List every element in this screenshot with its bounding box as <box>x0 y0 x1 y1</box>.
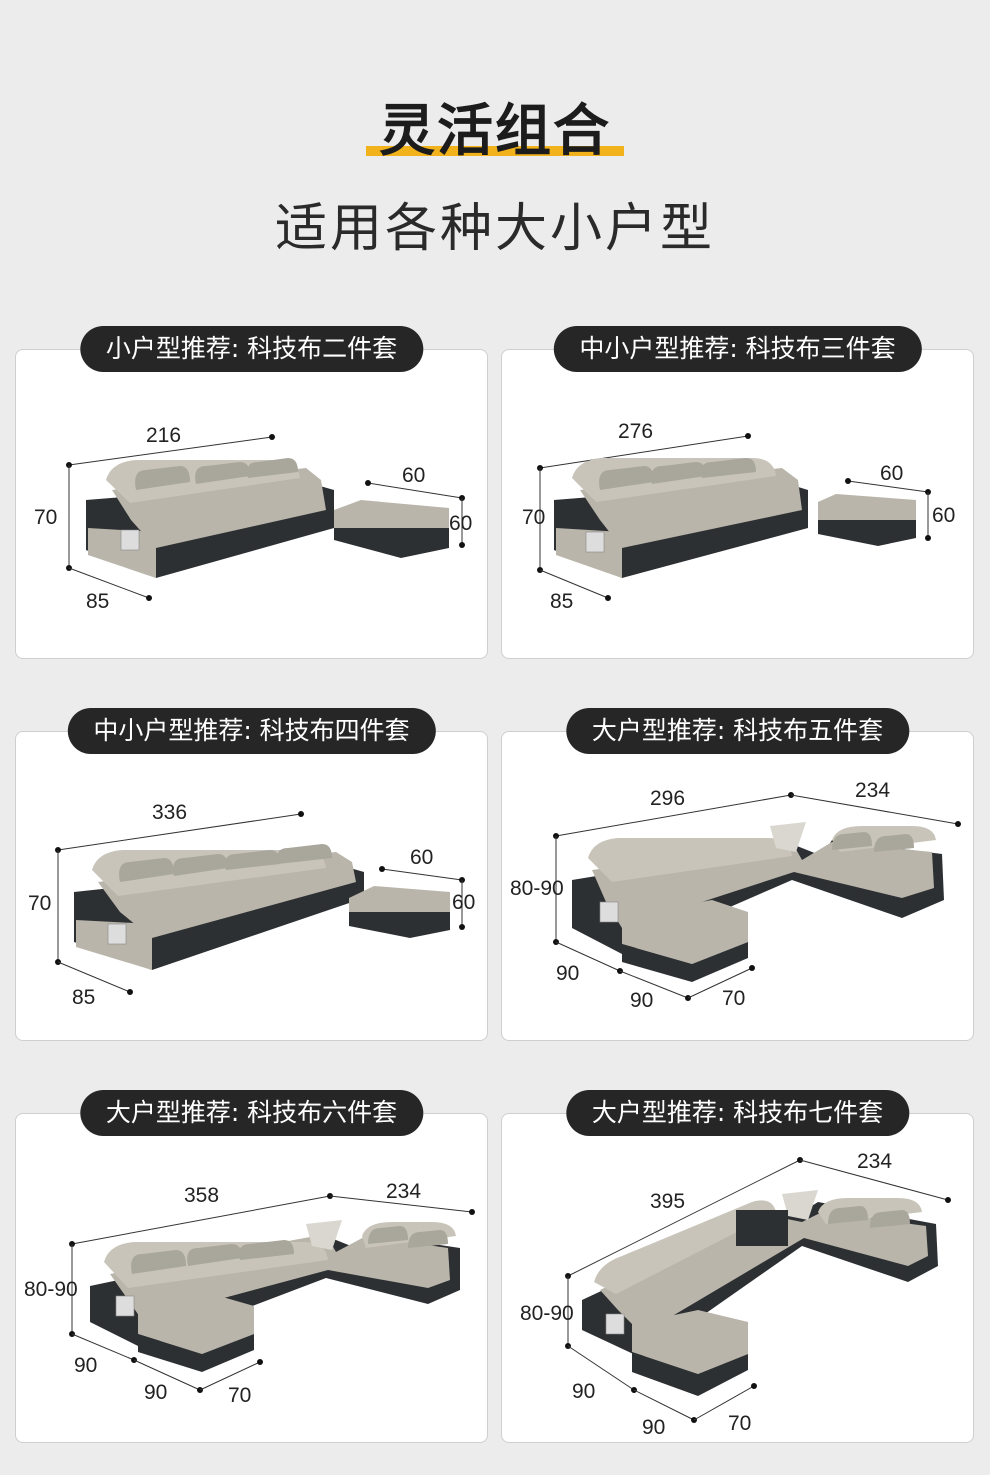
dim-height: 70 <box>522 506 545 529</box>
sofa-sectional <box>582 1190 938 1396</box>
dim-ottoman-depth: 60 <box>449 512 472 535</box>
dim-chaise-length: 90 <box>630 989 653 1012</box>
dim-height: 70 <box>34 506 57 529</box>
sofa-diagram: 276 70 85 60 60 <box>522 420 955 613</box>
sofa-diagram: 216 70 85 60 60 <box>34 424 472 613</box>
dim-depth: 90 <box>572 1380 595 1403</box>
dim-width: 395 <box>650 1190 685 1213</box>
card-label: 大户型推荐: 科技布七件套 <box>565 1090 910 1136</box>
sofa-diagram: 358 234 80-90 90 90 70 <box>24 1180 475 1407</box>
dim-chaise-width: 70 <box>728 1412 751 1435</box>
card-two-piece: 小户型推荐: 科技布二件套 216 70 85 60 60 <box>15 326 488 659</box>
dim-height: 80-90 <box>24 1278 78 1301</box>
card-three-piece: 中小户型推荐: 科技布三件套 276 70 85 60 60 <box>501 326 974 659</box>
dim-height: 80-90 <box>510 877 564 900</box>
card-four-piece: 中小户型推荐: 科技布四件套 336 70 85 60 60 <box>15 708 488 1041</box>
dim-width: 358 <box>184 1184 219 1207</box>
dim-ottoman-width: 60 <box>410 846 433 869</box>
card-label: 中小户型推荐: 科技布三件套 <box>553 326 922 372</box>
sofa-three-seat <box>86 458 334 578</box>
ottoman <box>334 500 449 558</box>
card-five-piece: 大户型推荐: 科技布五件套 296 234 80-90 90 90 70 <box>501 708 974 1041</box>
card-label: 中小户型推荐: 科技布四件套 <box>67 708 436 754</box>
title-underline <box>366 146 624 156</box>
header: 灵活组合 适用各种大小户型 <box>0 0 990 300</box>
dim-ottoman-depth: 60 <box>452 891 475 914</box>
page-subtitle: 适用各种大小户型 <box>274 199 715 259</box>
page-title: 灵活组合 <box>379 99 611 164</box>
dim-side-width: 234 <box>386 1180 421 1203</box>
sofa-sectional <box>90 1220 460 1372</box>
sofa-sectional <box>572 822 944 982</box>
sofa-diagram: 296 234 80-90 90 90 70 <box>510 779 961 1012</box>
dim-depth: 90 <box>556 962 579 985</box>
card-label: 大户型推荐: 科技布五件套 <box>565 708 910 754</box>
card-label: 小户型推荐: 科技布二件套 <box>79 326 424 372</box>
dim-width: 336 <box>152 801 187 824</box>
dim-ottoman-width: 60 <box>402 464 425 487</box>
ottoman <box>349 886 450 938</box>
dim-width: 276 <box>618 420 653 443</box>
sofa-five-seat <box>74 844 364 970</box>
dim-chaise-length: 90 <box>144 1381 167 1404</box>
dim-depth: 90 <box>74 1354 97 1377</box>
card-six-piece: 大户型推荐: 科技布六件套 358 234 80-90 90 90 70 <box>15 1090 488 1443</box>
sofa-four-seat <box>554 458 808 578</box>
dim-ottoman-depth: 60 <box>932 504 955 527</box>
dim-depth: 85 <box>72 986 95 1009</box>
dim-height: 80-90 <box>520 1302 574 1325</box>
ottoman <box>818 494 916 546</box>
card-label: 大户型推荐: 科技布六件套 <box>79 1090 424 1136</box>
dim-width: 216 <box>146 424 181 447</box>
dim-side-width: 234 <box>857 1150 892 1173</box>
dim-side-width: 234 <box>855 779 890 802</box>
dim-chaise-length: 90 <box>642 1416 665 1439</box>
dim-chaise-width: 70 <box>228 1384 251 1407</box>
sofa-diagram: 395 234 80-90 90 90 70 <box>520 1150 951 1439</box>
dim-depth: 85 <box>86 590 109 613</box>
sofa-diagram: 336 70 85 60 60 <box>28 801 475 1009</box>
dim-width: 296 <box>650 787 685 810</box>
dim-height: 70 <box>28 892 51 915</box>
dim-chaise-width: 70 <box>722 987 745 1010</box>
dim-ottoman-width: 60 <box>880 462 903 485</box>
dim-depth: 85 <box>550 590 573 613</box>
card-seven-piece: 大户型推荐: 科技布七件套 395 234 80-90 90 90 70 <box>501 1090 974 1443</box>
